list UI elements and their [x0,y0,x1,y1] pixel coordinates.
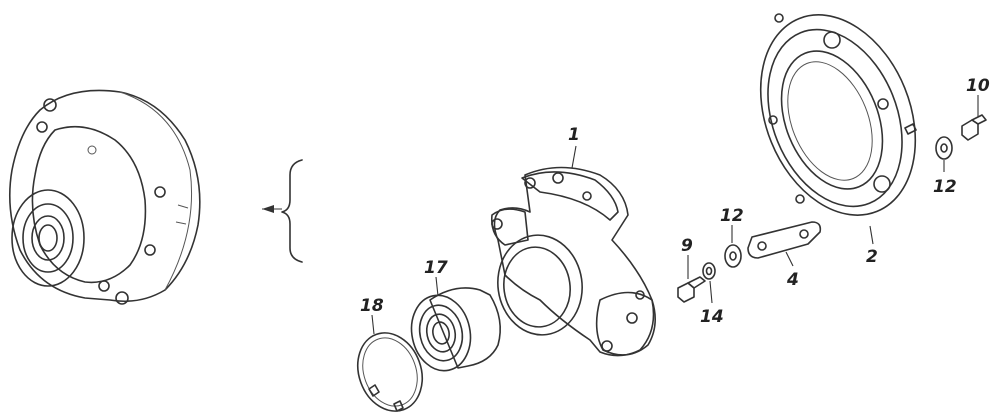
part-4-shim-plate [747,221,822,259]
leader-14 [709,280,713,304]
part-17-bearing [410,287,501,372]
leader-2 [869,225,874,245]
part-18-snap-ring [357,332,423,412]
callout-labels: 1 2 4 9 10 12 12 14 17 18 [360,76,990,327]
callout-12-lower: 12 [720,206,744,226]
direction-arrow-icon [262,205,274,213]
callout-12-upper: 12 [933,177,957,197]
part-12-washer-lower [724,244,742,268]
part-10-bolt [961,114,987,141]
part-9-bolt [677,276,706,303]
part-14-lock-washer [702,262,716,280]
part-12-washer-upper [935,136,953,160]
leader-lines [371,95,979,335]
callout-18: 18 [360,296,384,316]
leader-18 [371,314,375,335]
callout-4: 4 [786,270,799,290]
part-1-hub-carrier [490,166,656,357]
callout-1: 1 [568,125,580,145]
callout-14: 14 [700,307,724,327]
callout-2: 2 [866,247,878,267]
part-2-cover-plate [759,13,917,216]
leader-17 [435,276,439,297]
callout-9: 9 [681,236,693,256]
assembled-hub [8,89,201,305]
leader-4 [785,251,794,267]
leader-1 [571,145,577,169]
callout-10: 10 [966,76,990,96]
callout-17: 17 [424,258,448,278]
assembly-bracket [262,159,303,263]
